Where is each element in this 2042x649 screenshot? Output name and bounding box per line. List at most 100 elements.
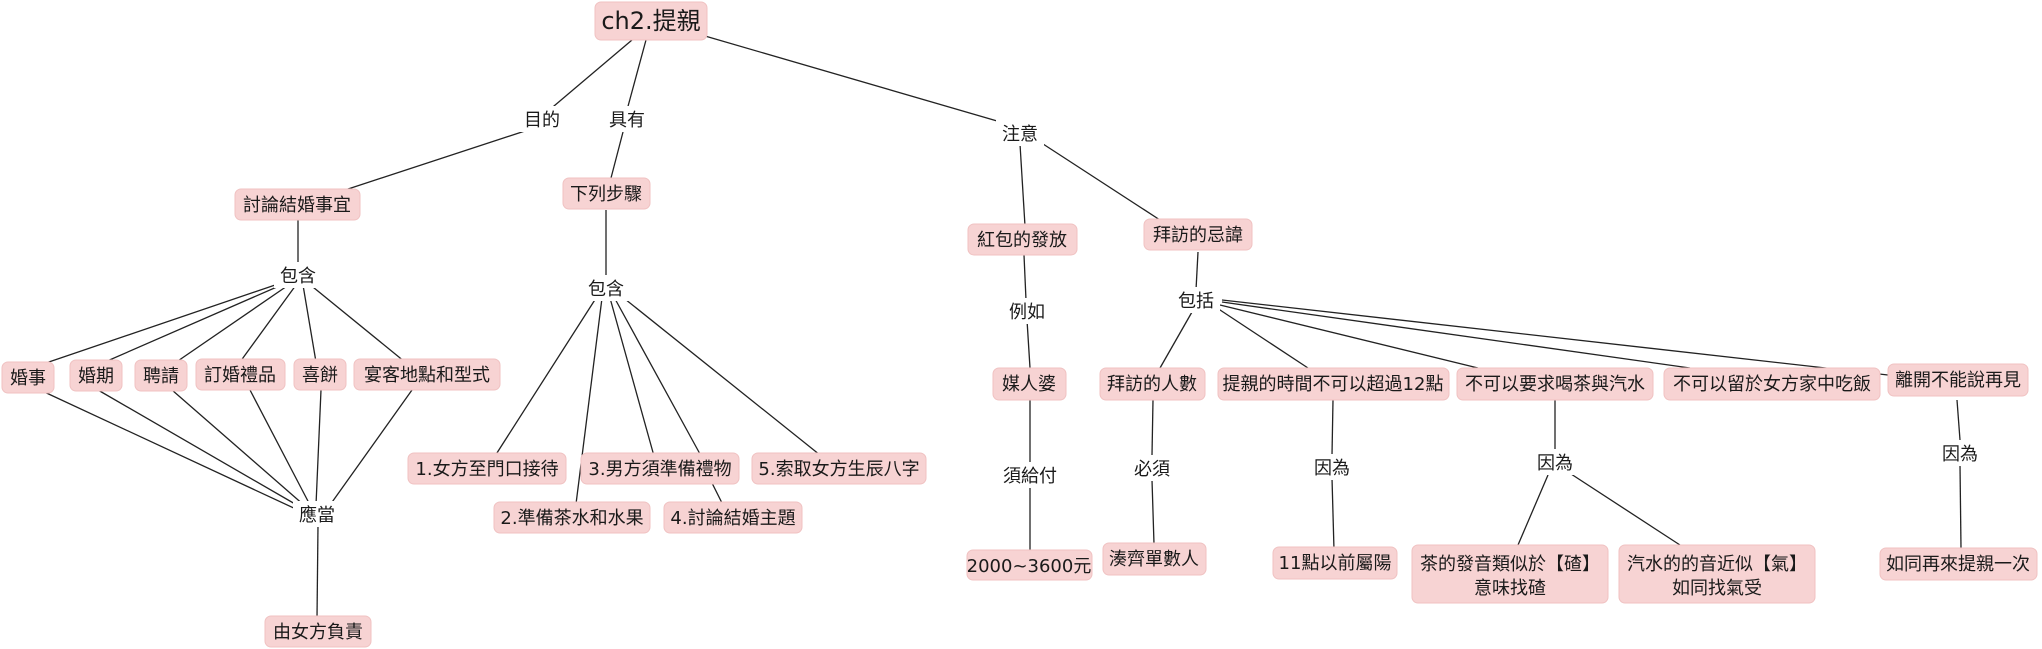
link-label-note: 注意	[996, 120, 1044, 146]
edge-include-meal	[1221, 301, 1691, 369]
svg-text:下列步驟: 下列步驟	[570, 184, 642, 205]
svg-text:須給付: 須給付	[1003, 466, 1057, 487]
link-label-because-b: 因為	[1531, 449, 1579, 475]
node-steps: 下列步驟	[562, 177, 651, 210]
edges	[39, 35, 1962, 619]
node-step3: 3.男方須準備禮物	[580, 452, 740, 485]
svg-text:聘請: 聘請	[143, 366, 179, 387]
link-label-because-c: 因為	[1936, 440, 1984, 466]
svg-text:如同找氣受: 如同找氣受	[1672, 578, 1762, 599]
svg-text:訂婚禮品: 訂婚禮品	[204, 365, 276, 386]
svg-text:包括: 包括	[1178, 291, 1214, 312]
edge-include-visitors	[1159, 311, 1193, 369]
edge-because-again	[1959, 464, 1962, 549]
svg-text:具有: 具有	[609, 110, 645, 131]
node-gifts: 訂婚禮品	[195, 358, 286, 391]
link-label-includes-a: 包含	[274, 262, 322, 288]
svg-text:提親的時間不可以超過12點: 提親的時間不可以超過12點	[1223, 374, 1444, 395]
edge-includes-step3	[609, 297, 655, 457]
edge-gifts-should	[249, 389, 311, 506]
node-taboo: 拜訪的忌諱	[1143, 218, 1253, 251]
edge-includes-date	[97, 282, 287, 366]
svg-text:紅包的發放: 紅包的發放	[977, 230, 1067, 251]
edge-includes-step4	[613, 296, 701, 455]
edge-leave-because	[1956, 399, 1961, 441]
edge-because-teareason	[1517, 474, 1549, 546]
edge-because-yang	[1331, 477, 1335, 551]
node-tea: 不可以要求喝茶與汽水	[1456, 367, 1654, 401]
edge-wedding-should	[39, 389, 299, 511]
edge-includes-wedding	[39, 281, 285, 366]
link-label-includes-b: 包含	[582, 275, 630, 301]
link-label-has: 具有	[603, 106, 651, 132]
node-step2: 2.準備茶水和水果	[493, 501, 651, 534]
edge-taboo-include	[1195, 251, 1199, 291]
node-tea-reason: 茶的發音類似於【碴】 意味找碴	[1411, 544, 1609, 604]
svg-text:注意: 注意	[1002, 124, 1038, 145]
link-label-purpose: 目的	[518, 106, 566, 132]
svg-text:不可以要求喝茶與汽水: 不可以要求喝茶與汽水	[1465, 374, 1645, 395]
node-matchmaker: 媒人婆	[992, 367, 1067, 401]
svg-text:喜餅: 喜餅	[302, 365, 338, 386]
node-even: 湊齊單數人	[1102, 542, 1207, 576]
svg-text:2000~3600元: 2000~3600元	[967, 556, 1092, 577]
edge-include-time	[1213, 305, 1309, 369]
svg-text:因為: 因為	[1537, 453, 1573, 474]
edge-note-taboo	[1039, 141, 1161, 221]
edge-step3-step4	[711, 482, 723, 504]
edge-include-tea	[1219, 304, 1479, 369]
edge-time-because	[1331, 399, 1334, 456]
link-label-should: 應當	[293, 501, 341, 527]
svg-text:婚期: 婚期	[78, 366, 114, 387]
svg-text:例如: 例如	[1009, 302, 1045, 323]
edge-note-redpacket	[1019, 143, 1026, 227]
edge-should-female	[316, 524, 319, 619]
svg-text:討論結婚事宜: 討論結婚事宜	[243, 195, 351, 216]
node-discuss: 討論結婚事宜	[234, 188, 361, 221]
svg-text:茶的發音類似於【碴】: 茶的發音類似於【碴】	[1420, 554, 1600, 575]
edge-example-matchmaker	[1026, 319, 1031, 369]
svg-text:拜訪的人數: 拜訪的人數	[1107, 374, 1197, 395]
node-soda-reason: 汽水的的音近似【氣】 如同找氣受	[1618, 544, 1816, 604]
link-label-must: 必須	[1128, 455, 1176, 481]
edge-redpacket-example	[1023, 254, 1027, 301]
edge-root-purpose	[540, 39, 633, 118]
node-meal: 不可以留於女方家中吃飯	[1663, 367, 1881, 401]
svg-text:2.準備茶水和水果: 2.準備茶水和水果	[500, 508, 643, 529]
svg-text:3.男方須準備禮物: 3.男方須準備禮物	[588, 459, 731, 480]
node-wedding: 婚事	[1, 361, 55, 394]
node-step5: 5.索取女方生辰八字	[751, 452, 927, 485]
svg-text:應當: 應當	[299, 504, 335, 526]
edge-includes-step1	[494, 294, 599, 457]
node-visitors: 拜訪的人數	[1099, 367, 1206, 401]
edge-includes-gifts	[239, 284, 297, 363]
edge-date-should	[97, 389, 303, 509]
svg-text:汽水的的音近似【氣】: 汽水的的音近似【氣】	[1627, 554, 1807, 575]
edge-banquet-should	[329, 389, 413, 506]
svg-text:媒人婆: 媒人婆	[1002, 374, 1056, 395]
edge-includes-step5	[619, 294, 821, 456]
root-node: ch2.提親	[594, 1, 708, 41]
svg-text:因為: 因為	[1314, 458, 1350, 479]
edge-includes-step2	[575, 297, 603, 505]
svg-text:如同再來提親一次: 如同再來提親一次	[1886, 554, 2030, 575]
link-label-must-pay: 須給付	[997, 462, 1063, 488]
svg-text:1.女方至門口接待: 1.女方至門口接待	[415, 459, 558, 480]
edge-invite-should	[171, 389, 306, 507]
svg-text:因為: 因為	[1942, 444, 1978, 465]
svg-text:包含: 包含	[280, 266, 316, 287]
node-again: 如同再來提親一次	[1879, 547, 2038, 581]
link-label-include-c: 包括	[1172, 287, 1220, 313]
svg-text:11點以前屬陽: 11點以前屬陽	[1279, 553, 1392, 574]
node-yang: 11點以前屬陽	[1272, 546, 1398, 580]
node-cake: 喜餅	[293, 358, 347, 391]
edge-has-steps	[610, 131, 624, 179]
svg-text:4.討論結婚主題: 4.討論結婚主題	[670, 508, 795, 529]
edge-visitors-must	[1151, 399, 1154, 456]
edge-include-leave	[1221, 299, 1889, 376]
svg-text:湊齊單數人: 湊齊單數人	[1109, 549, 1199, 570]
node-female-resp: 由女方負責	[264, 615, 372, 648]
edge-root-has	[626, 39, 647, 111]
svg-text:目的: 目的	[524, 110, 560, 131]
